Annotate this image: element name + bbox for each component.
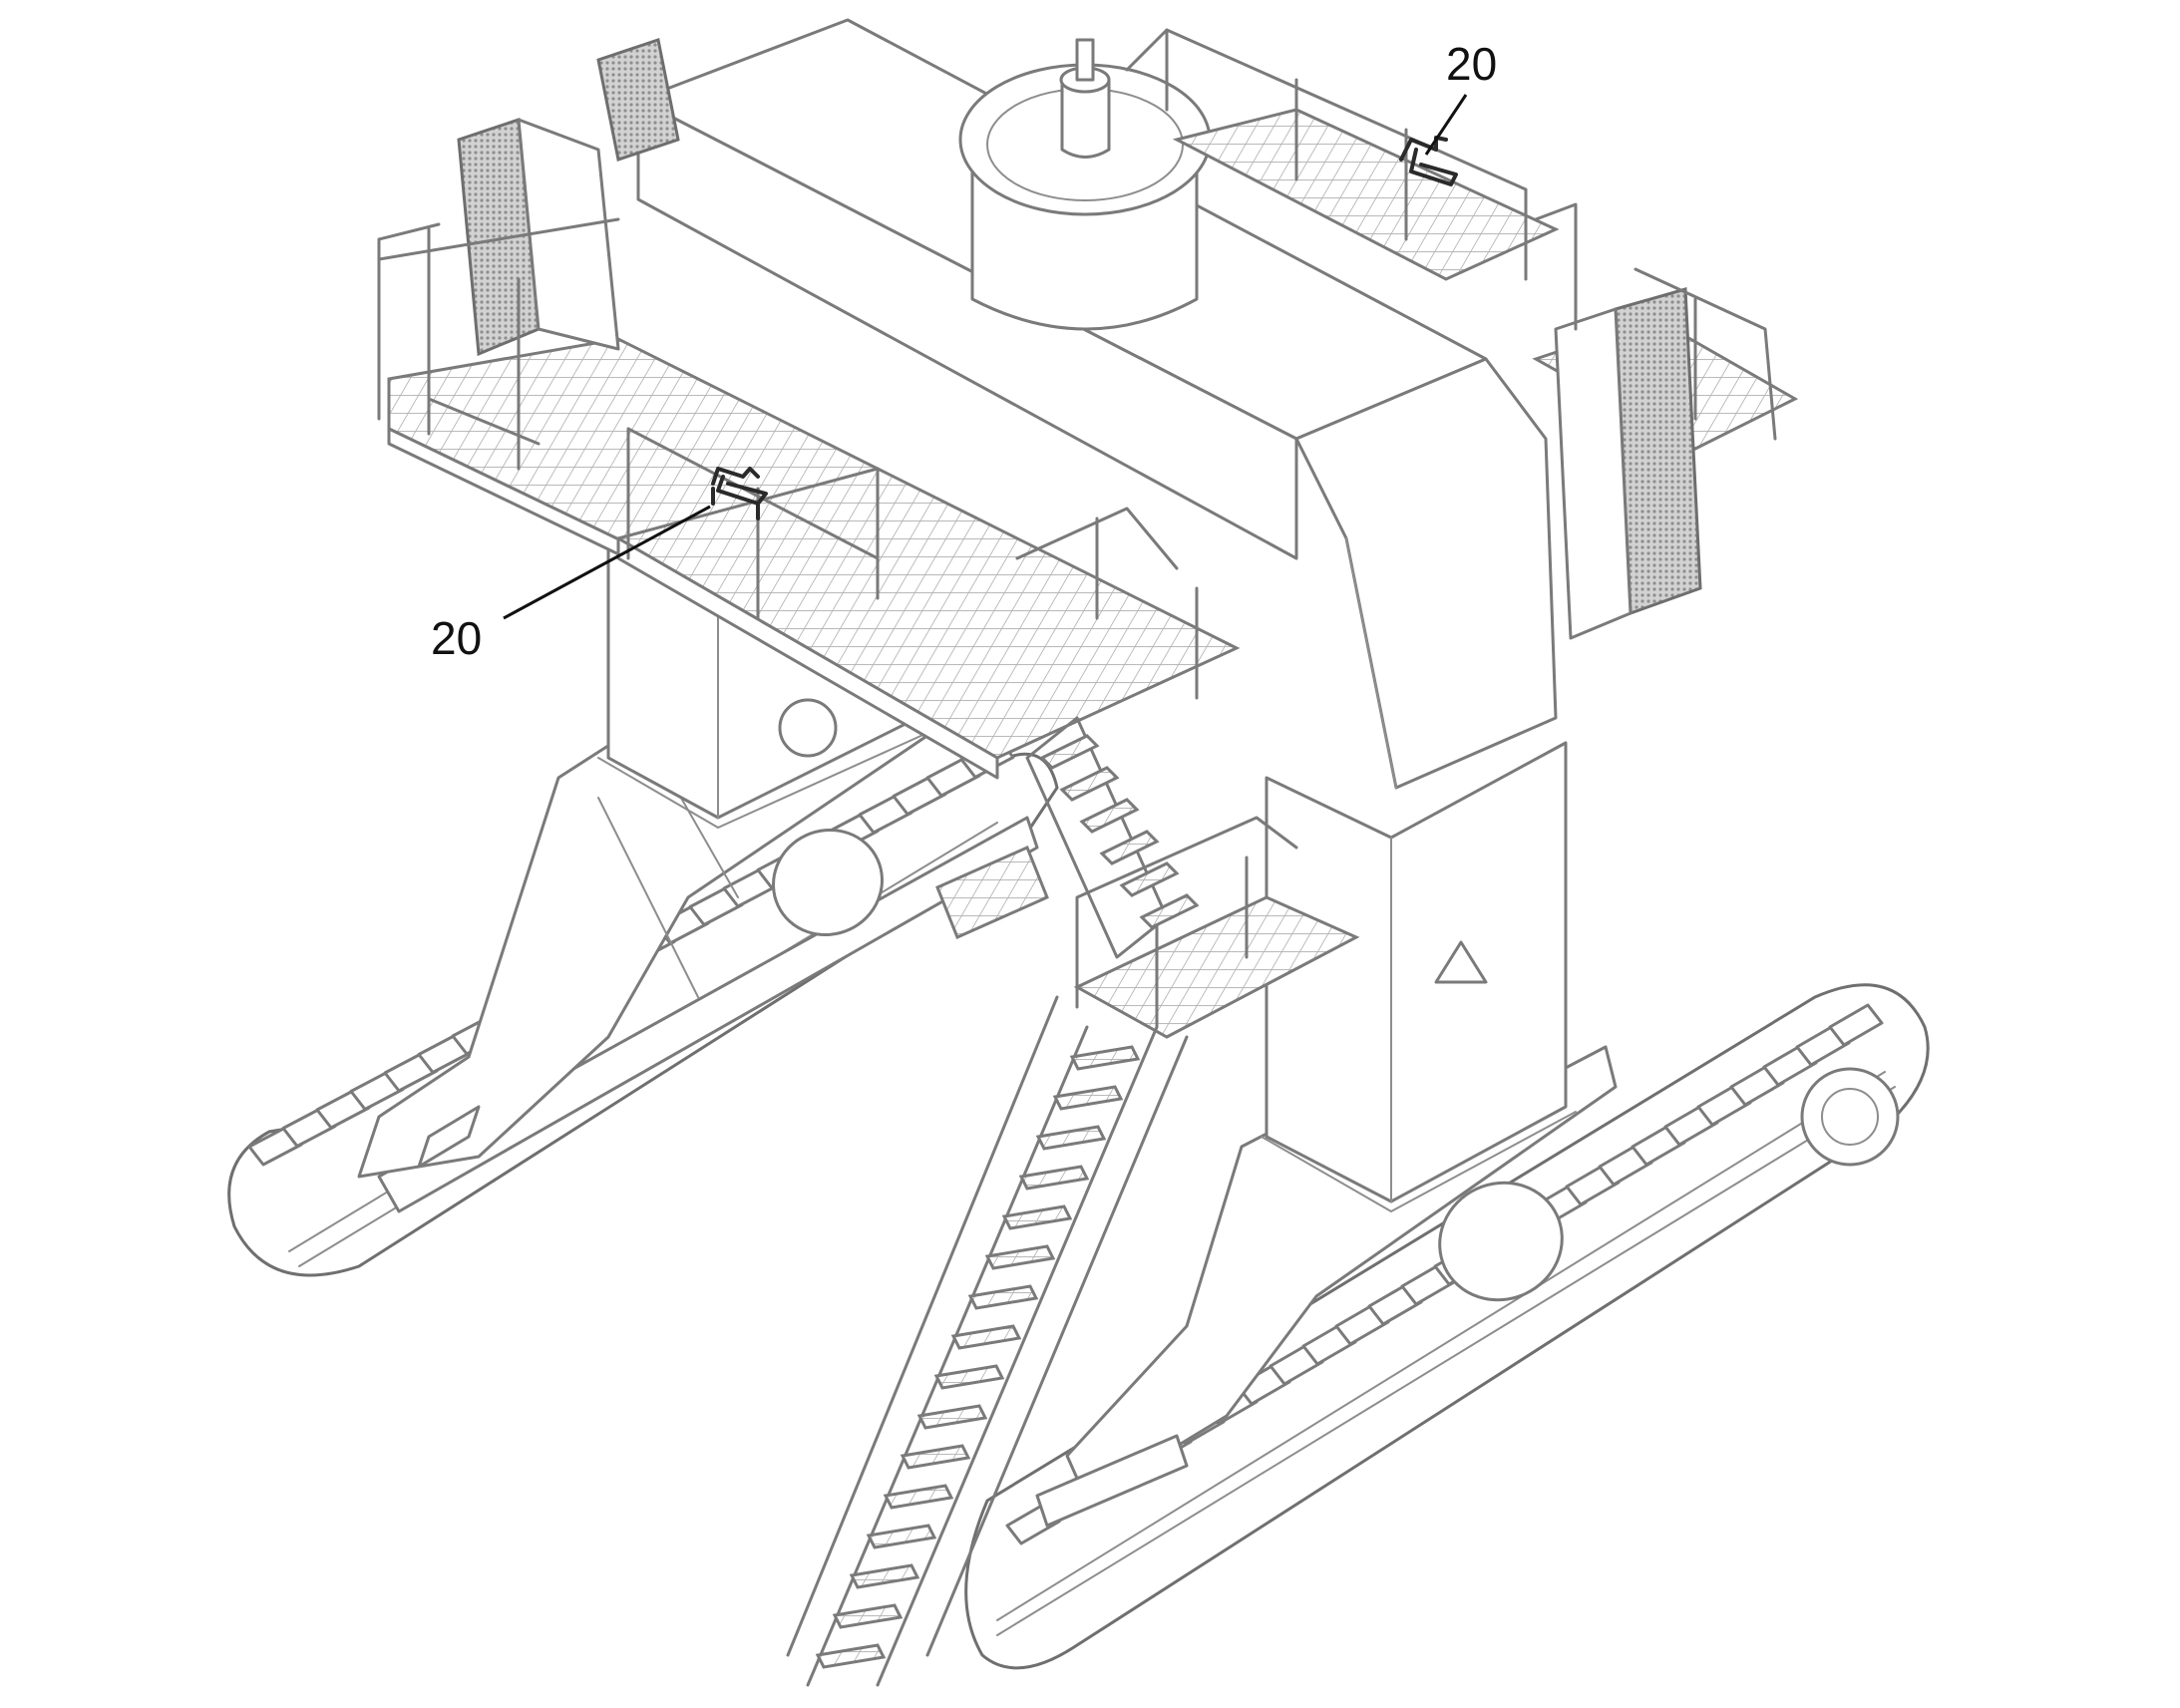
callout-top: 20 <box>1399 38 1497 186</box>
leader-line-top <box>1424 94 1468 156</box>
slewing-ring <box>958 38 1212 331</box>
stair-tread <box>1039 734 1100 770</box>
callout-label-top: 20 <box>1446 38 1497 90</box>
ladder-tread <box>984 1244 1056 1270</box>
ladder-tread <box>815 1643 887 1669</box>
ladder-tread <box>866 1524 937 1549</box>
long-access-ladder <box>786 995 1189 1687</box>
callout-label-left: 20 <box>431 612 482 664</box>
right-track-cleats <box>1005 1003 1884 1545</box>
ladder-tread <box>1001 1204 1073 1230</box>
ladder-tread <box>967 1284 1039 1310</box>
stair-tread <box>1059 766 1120 802</box>
bracket-part-top <box>1399 136 1458 186</box>
ladder-tread <box>1069 1045 1141 1071</box>
handrails <box>377 28 1777 1029</box>
stair-tread <box>1119 861 1180 897</box>
ladder-tread <box>900 1444 971 1470</box>
ladder-tread <box>950 1324 1022 1350</box>
right-cabinet <box>1554 287 1702 640</box>
ladder-tread <box>933 1364 1005 1390</box>
bracket-part-left <box>711 467 768 520</box>
ladder-tread <box>883 1484 954 1510</box>
rear-deck <box>1172 108 1560 281</box>
upper-stairs <box>1025 716 1200 959</box>
right-crawler-track <box>964 983 1930 1670</box>
stair-tread <box>1099 830 1160 865</box>
left-side-frame <box>357 606 1044 1179</box>
ladder-tread <box>1018 1165 1090 1191</box>
ladder-tread <box>1052 1085 1124 1111</box>
ladder-tread <box>849 1563 920 1589</box>
front-walkway <box>614 467 1241 780</box>
ladder-tread <box>832 1603 904 1629</box>
ladder-tread <box>1035 1125 1107 1151</box>
callout-left: 20 <box>431 467 768 664</box>
right-leg-column <box>1261 741 1577 1213</box>
side-ramp <box>935 845 1049 940</box>
leader-line-left <box>503 505 711 620</box>
lower-landing <box>1073 895 1360 1039</box>
track-cleat <box>1828 1003 1884 1047</box>
stair-tread <box>1079 798 1140 834</box>
ladder-tread <box>916 1404 988 1430</box>
right-side-frame <box>1035 1045 1618 1528</box>
stair-tread <box>1139 893 1200 929</box>
